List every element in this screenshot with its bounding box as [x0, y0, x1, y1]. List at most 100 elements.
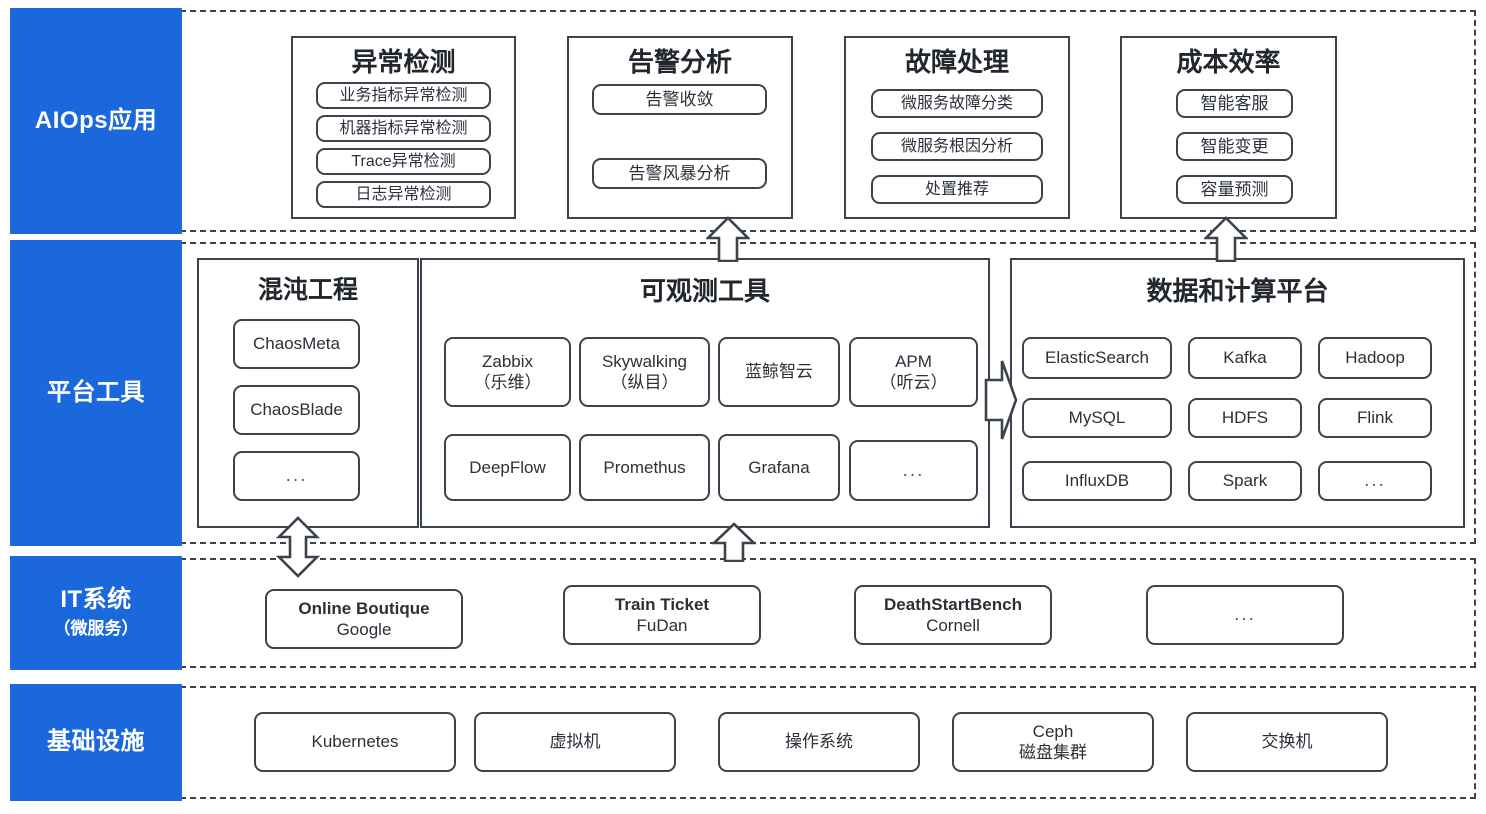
chip-sublabel: （乐维）	[473, 373, 542, 392]
observability-to-data-arrow	[984, 358, 1018, 442]
chip-chaos-more[interactable]: ...	[233, 451, 360, 501]
group-title-data-compute-platform: 数据和计算平台	[1146, 276, 1329, 306]
chip-hdfs[interactable]: HDFS	[1188, 398, 1302, 438]
chip-label: 容量预测	[1200, 179, 1269, 199]
chip-label: Hadoop	[1345, 348, 1405, 368]
infra-operating-system[interactable]: 操作系统	[718, 712, 920, 772]
group-title-chaos-engineering: 混沌工程	[257, 276, 358, 304]
chip-flink[interactable]: Flink	[1318, 398, 1432, 438]
chip-grafana[interactable]: Grafana	[718, 434, 840, 501]
group-title-observability-tools: 可观测工具	[639, 276, 770, 306]
chip-label: Zabbix	[481, 351, 534, 371]
chip-label: MySQL	[1068, 408, 1126, 428]
chip-apm[interactable]: APM （听云）	[849, 337, 978, 407]
chip-intelligent-customer-service[interactable]: 智能客服	[1176, 89, 1293, 118]
chip-sublabel: FuDan	[636, 616, 688, 635]
chip-kafka[interactable]: Kafka	[1188, 337, 1302, 379]
chip-promethus[interactable]: Promethus	[579, 434, 710, 501]
chip-label: DeepFlow	[469, 457, 546, 477]
chip-label: Grafana	[748, 457, 810, 477]
chip-chaosblade[interactable]: ChaosBlade	[233, 385, 360, 435]
chip-bluekingzhiyun[interactable]: 蓝鲸智云	[718, 337, 840, 407]
chip-label: Kafka	[1223, 348, 1267, 368]
chip-observability-more[interactable]: ...	[849, 440, 978, 501]
chip-data-platform-more[interactable]: ...	[1318, 461, 1432, 501]
it-system-online-boutique[interactable]: Online Boutique Google	[265, 589, 463, 649]
chip-label: 告警收敛	[645, 89, 714, 109]
chip-label: Online Boutique	[298, 598, 430, 618]
chip-label: ...	[1364, 470, 1386, 492]
chip-label: InfluxDB	[1064, 471, 1130, 491]
chip-alert-convergence[interactable]: 告警收敛	[592, 84, 767, 115]
chip-machine-metric-anomaly[interactable]: 机器指标异常检测	[316, 115, 491, 142]
chip-sublabel: Cornell	[926, 616, 980, 635]
infra-switch[interactable]: 交换机	[1186, 712, 1388, 772]
layer-label-it-system: IT系统 （微服务）	[10, 556, 182, 670]
group-title-cost-efficiency: 成本效率	[1176, 47, 1281, 77]
chip-microservice-fault-classification[interactable]: 微服务故障分类	[871, 89, 1043, 118]
group-title-fault-handling: 故障处理	[904, 47, 1009, 77]
chip-zabbix[interactable]: Zabbix （乐维）	[444, 337, 571, 407]
infra-kubernetes[interactable]: Kubernetes	[254, 712, 456, 772]
chip-label: Train Ticket	[614, 594, 710, 614]
group-panel-alert-analysis: 告警分析	[567, 36, 793, 219]
chip-capacity-forecast[interactable]: 容量预测	[1176, 175, 1293, 204]
chip-label: 日志异常检测	[355, 185, 452, 203]
layer-label-it-system-text: IT系统	[60, 586, 132, 614]
it-system-train-ticket[interactable]: Train Ticket FuDan	[563, 585, 761, 645]
chip-label: 告警风暴分析	[628, 163, 731, 183]
chip-label: ...	[285, 465, 308, 487]
group-title-anomaly-detection: 异常检测	[351, 47, 456, 77]
chip-log-anomaly[interactable]: 日志异常检测	[316, 181, 491, 208]
chip-label: HDFS	[1221, 408, 1269, 428]
infra-ceph-disk-cluster[interactable]: Ceph 磁盘集群	[952, 712, 1154, 772]
chip-intelligent-change[interactable]: 智能变更	[1176, 132, 1293, 161]
it-system-more[interactable]: ...	[1146, 585, 1344, 645]
chaos-bidirectional-arrow	[276, 516, 320, 578]
layer-label-platform-tools: 平台工具	[10, 240, 182, 546]
chip-trace-anomaly[interactable]: Trace异常检测	[316, 148, 491, 175]
chip-skywalking[interactable]: Skywalking （纵目）	[579, 337, 710, 407]
chip-label: DeathStartBench	[884, 594, 1022, 614]
chip-spark[interactable]: Spark	[1188, 461, 1302, 501]
layer-label-platform-tools-text: 平台工具	[47, 378, 145, 406]
chip-business-metric-anomaly[interactable]: 业务指标异常检测	[316, 82, 491, 109]
chip-label: ChaosBlade	[250, 400, 343, 420]
infra-virtual-machine[interactable]: 虚拟机	[474, 712, 676, 772]
chip-microservice-root-cause-analysis[interactable]: 微服务根因分析	[871, 132, 1043, 161]
chip-label: Spark	[1222, 471, 1268, 491]
layer-sublabel-it-system-text: （微服务）	[53, 619, 139, 639]
chip-sublabel: （听云）	[879, 373, 948, 392]
chip-elasticsearch[interactable]: ElasticSearch	[1022, 337, 1172, 379]
chip-remediation-recommendation[interactable]: 处置推荐	[871, 175, 1043, 204]
chip-label: Skywalking	[601, 351, 688, 371]
chip-mysql[interactable]: MySQL	[1022, 398, 1172, 438]
chip-label: 处置推荐	[924, 180, 989, 198]
chip-sublabel: Google	[336, 620, 392, 639]
observability-up-arrow	[712, 522, 756, 562]
chip-label: 微服务根因分析	[900, 137, 1013, 155]
chip-label: 机器指标异常检测	[339, 119, 468, 137]
it-system-deathstartbench[interactable]: DeathStartBench Cornell	[854, 585, 1052, 645]
chip-label: Flink	[1357, 408, 1393, 428]
chip-chaosmeta[interactable]: ChaosMeta	[233, 319, 360, 369]
chip-label: 交换机	[1261, 732, 1313, 752]
chip-deepflow[interactable]: DeepFlow	[444, 434, 571, 501]
chip-label: ChaosMeta	[253, 334, 340, 354]
chip-alert-storm-analysis[interactable]: 告警风暴分析	[592, 158, 767, 189]
chip-label: ...	[1234, 604, 1256, 626]
chip-label: Promethus	[603, 457, 686, 477]
chip-influxdb[interactable]: InfluxDB	[1022, 461, 1172, 501]
chip-label: 智能变更	[1200, 136, 1269, 156]
layer-label-aiops: AIOps应用	[10, 8, 182, 234]
chip-label: 业务指标异常检测	[339, 86, 468, 104]
layer-label-infrastructure: 基础设施	[10, 684, 182, 801]
chip-label: 微服务故障分类	[900, 94, 1013, 112]
chip-sublabel: 磁盘集群	[1019, 743, 1087, 762]
chip-hadoop[interactable]: Hadoop	[1318, 337, 1432, 379]
chip-label: APM	[895, 351, 932, 371]
chip-label: ElasticSearch	[1045, 348, 1149, 368]
chip-label: 操作系统	[785, 732, 853, 752]
layer-label-aiops-text: AIOps应用	[34, 106, 158, 134]
